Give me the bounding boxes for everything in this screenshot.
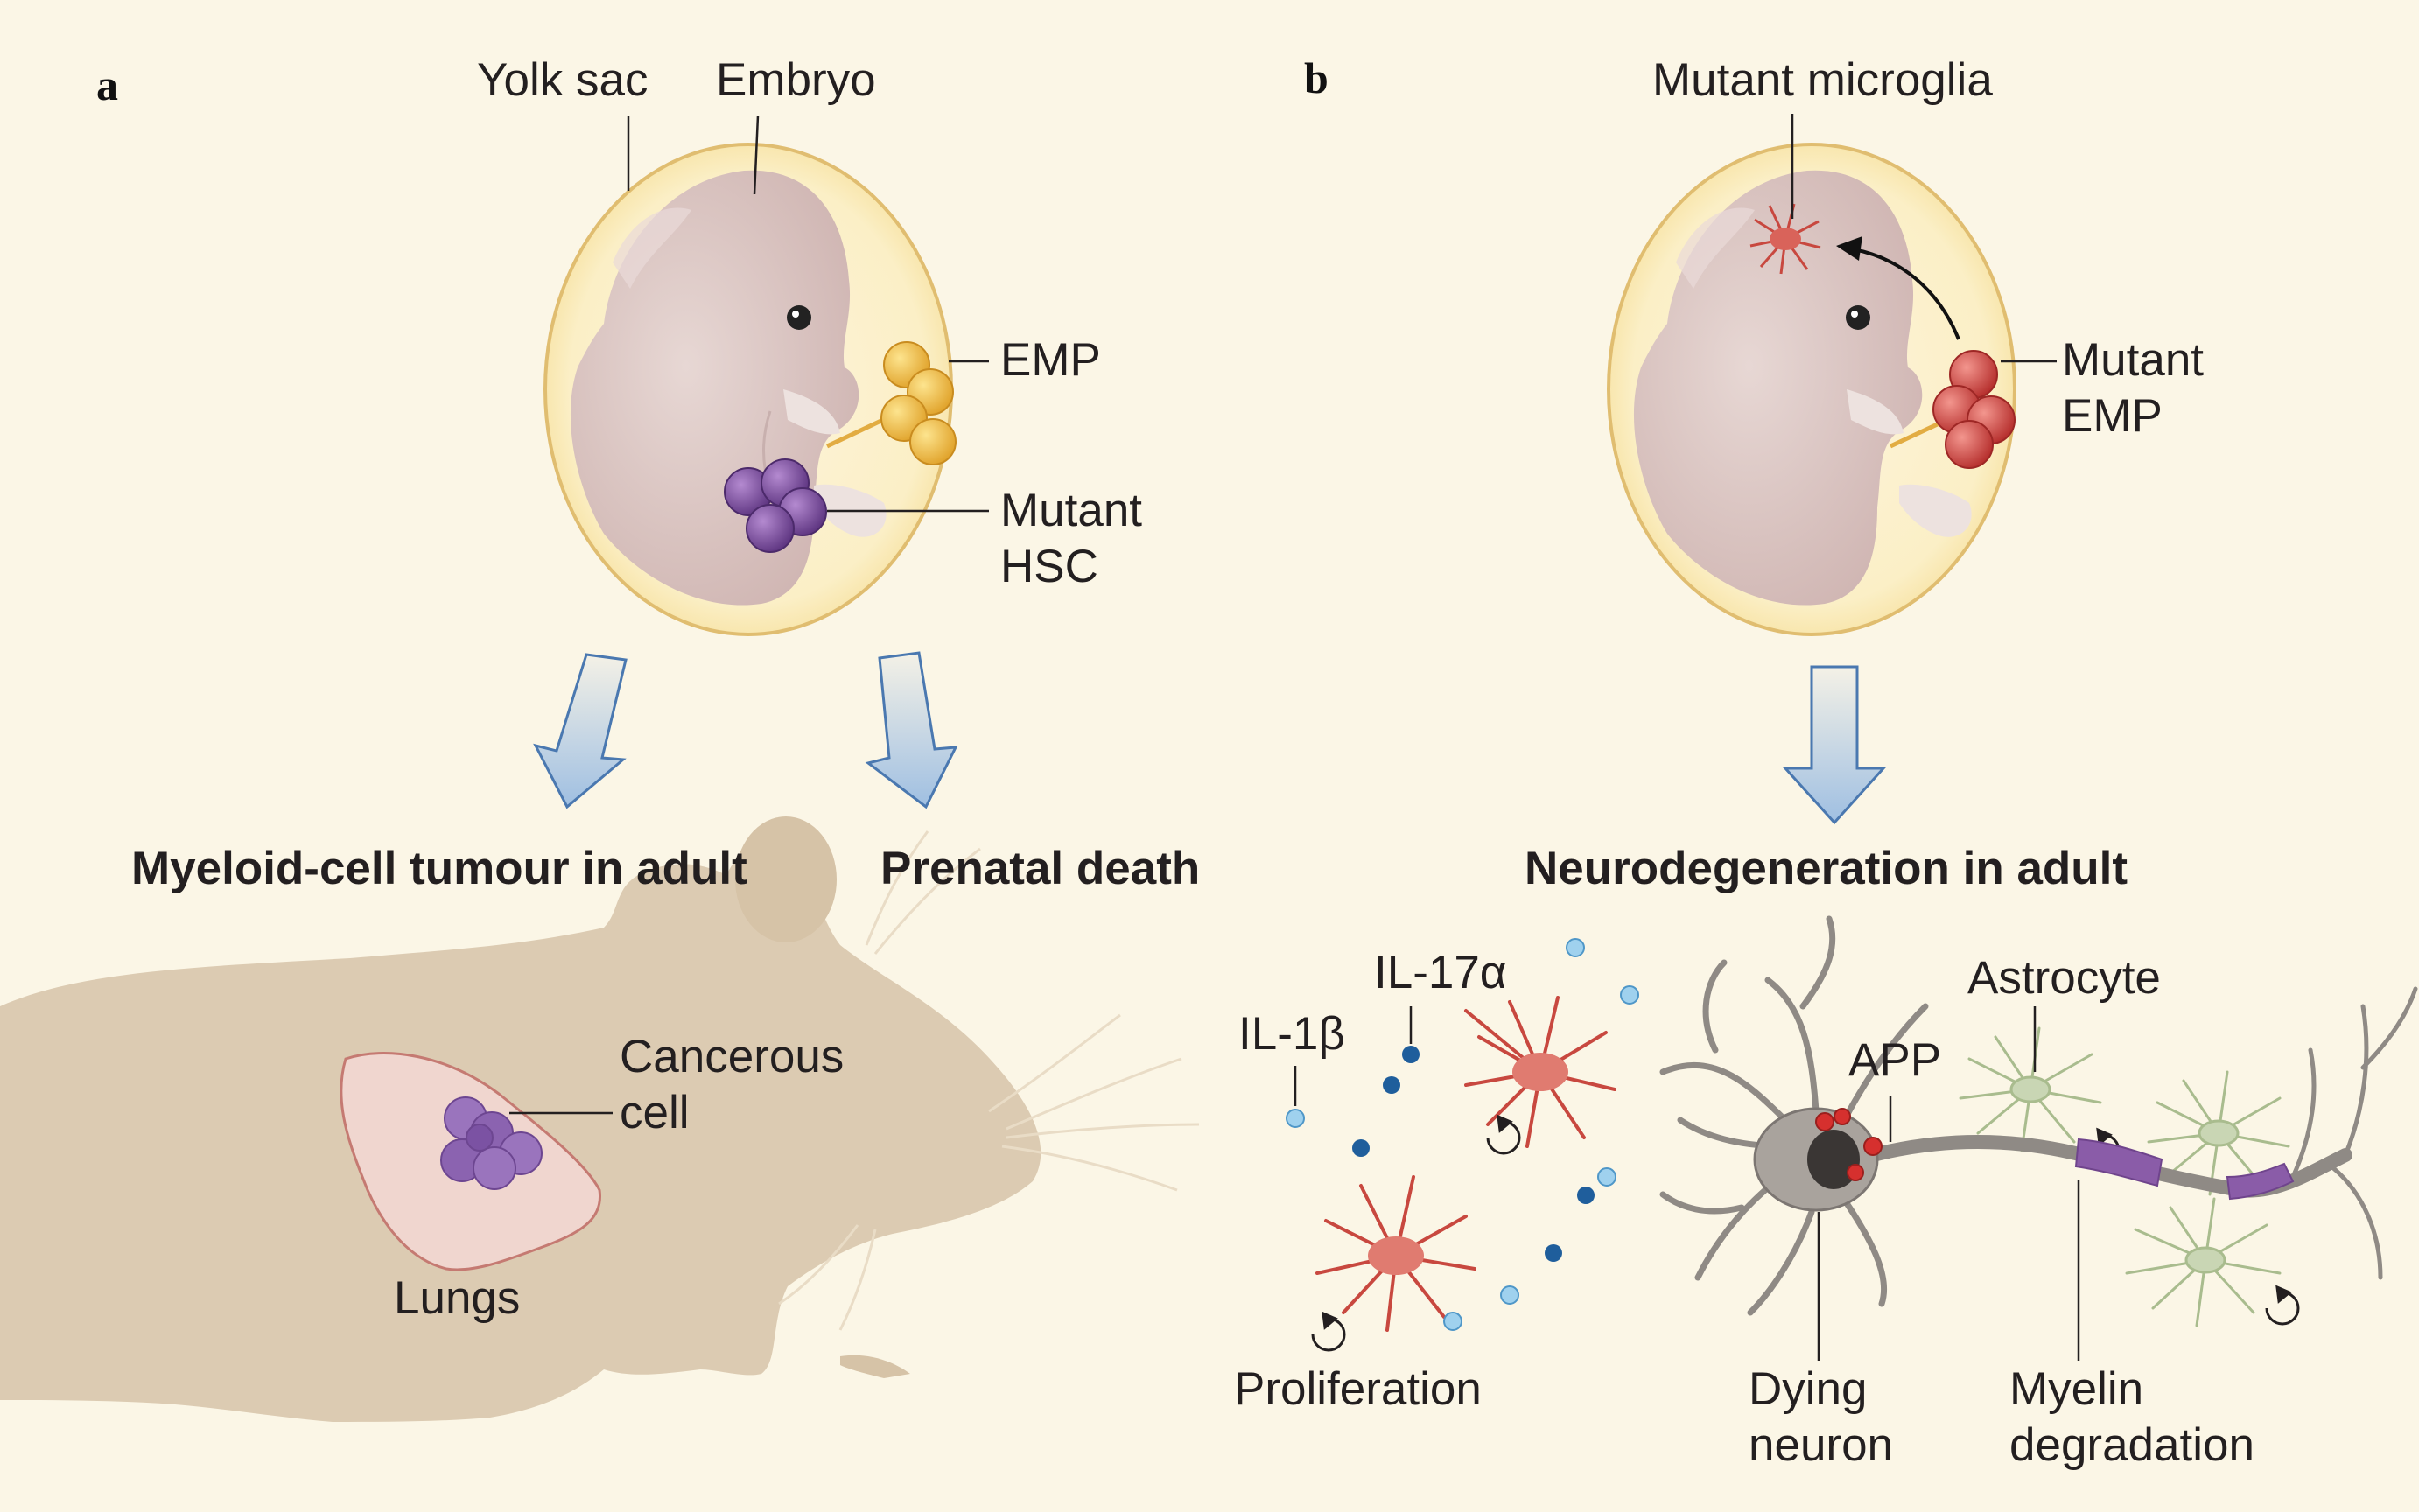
mouse-silhouette bbox=[0, 816, 1200, 1422]
label-mutant-microglia: Mutant microglia bbox=[1652, 54, 1993, 106]
label-embryo: Embryo bbox=[716, 54, 876, 106]
myelin-segments bbox=[2074, 1138, 2295, 1200]
astrocytes bbox=[1959, 1026, 2290, 1327]
panel-label-b: b bbox=[1304, 53, 1329, 102]
mutant-hsc-cells bbox=[724, 458, 827, 553]
panel-label-a: a bbox=[96, 60, 118, 109]
mutant-microglia-cell bbox=[1749, 203, 1821, 275]
label-dying-line1: Dying bbox=[1749, 1363, 1868, 1415]
label-mutant-hsc-line2: HSC bbox=[1000, 541, 1098, 592]
label-yolk-sac: Yolk sac bbox=[477, 54, 649, 106]
migration-arrow bbox=[1836, 236, 1960, 340]
arrow-to-neuro bbox=[1782, 665, 1887, 825]
label-lungs: Lungs bbox=[394, 1272, 521, 1324]
dying-neuron bbox=[1659, 915, 2418, 1316]
microglia-bottom bbox=[1315, 1175, 1476, 1332]
label-emp: EMP bbox=[1000, 334, 1101, 386]
arrow-to-tumour bbox=[533, 653, 628, 809]
heading-neuro: Neurodegeneration in adult bbox=[1525, 843, 2128, 894]
leader-lines-b bbox=[1791, 114, 2057, 363]
label-cancerous-line2: cell bbox=[620, 1087, 690, 1138]
cytokines bbox=[1286, 938, 1639, 1331]
lung bbox=[340, 1051, 602, 1271]
mutant-emp-cells bbox=[1932, 350, 2016, 469]
label-mutant-hsc-line1: Mutant bbox=[1000, 485, 1143, 536]
microglia-top bbox=[1464, 996, 1616, 1148]
app-deposits bbox=[1815, 1108, 1883, 1181]
yolk-sac-a bbox=[543, 143, 953, 636]
emp-cells bbox=[880, 341, 957, 466]
yolk-sac-b bbox=[1607, 143, 2016, 636]
leader-lines-a bbox=[509, 115, 989, 1115]
heading-prenatal: Prenatal death bbox=[880, 843, 1201, 894]
label-cancerous-line1: Cancerous bbox=[620, 1031, 845, 1082]
label-il1b: IL-1β bbox=[1238, 1008, 1345, 1060]
heading-tumour: Myeloid-cell tumour in adult bbox=[131, 843, 747, 894]
label-mutant-emp-line1: Mutant bbox=[2062, 334, 2205, 386]
label-astrocyte: Astrocyte bbox=[1967, 952, 2161, 1004]
label-myelin-line2: degradation bbox=[2009, 1419, 2254, 1471]
label-mutant-emp-line2: EMP bbox=[2062, 390, 2163, 442]
leader-lines-neuro bbox=[1817, 1006, 2080, 1361]
label-dying-line2: neuron bbox=[1749, 1419, 1894, 1471]
arrow-to-prenatal bbox=[865, 651, 958, 809]
label-app: APP bbox=[1848, 1034, 1942, 1086]
label-proliferation: Proliferation bbox=[1234, 1363, 1482, 1415]
label-il17a: IL-17α bbox=[1374, 947, 1507, 998]
cancerous-cells bbox=[440, 1096, 543, 1190]
label-myelin-line1: Myelin bbox=[2009, 1363, 2144, 1415]
